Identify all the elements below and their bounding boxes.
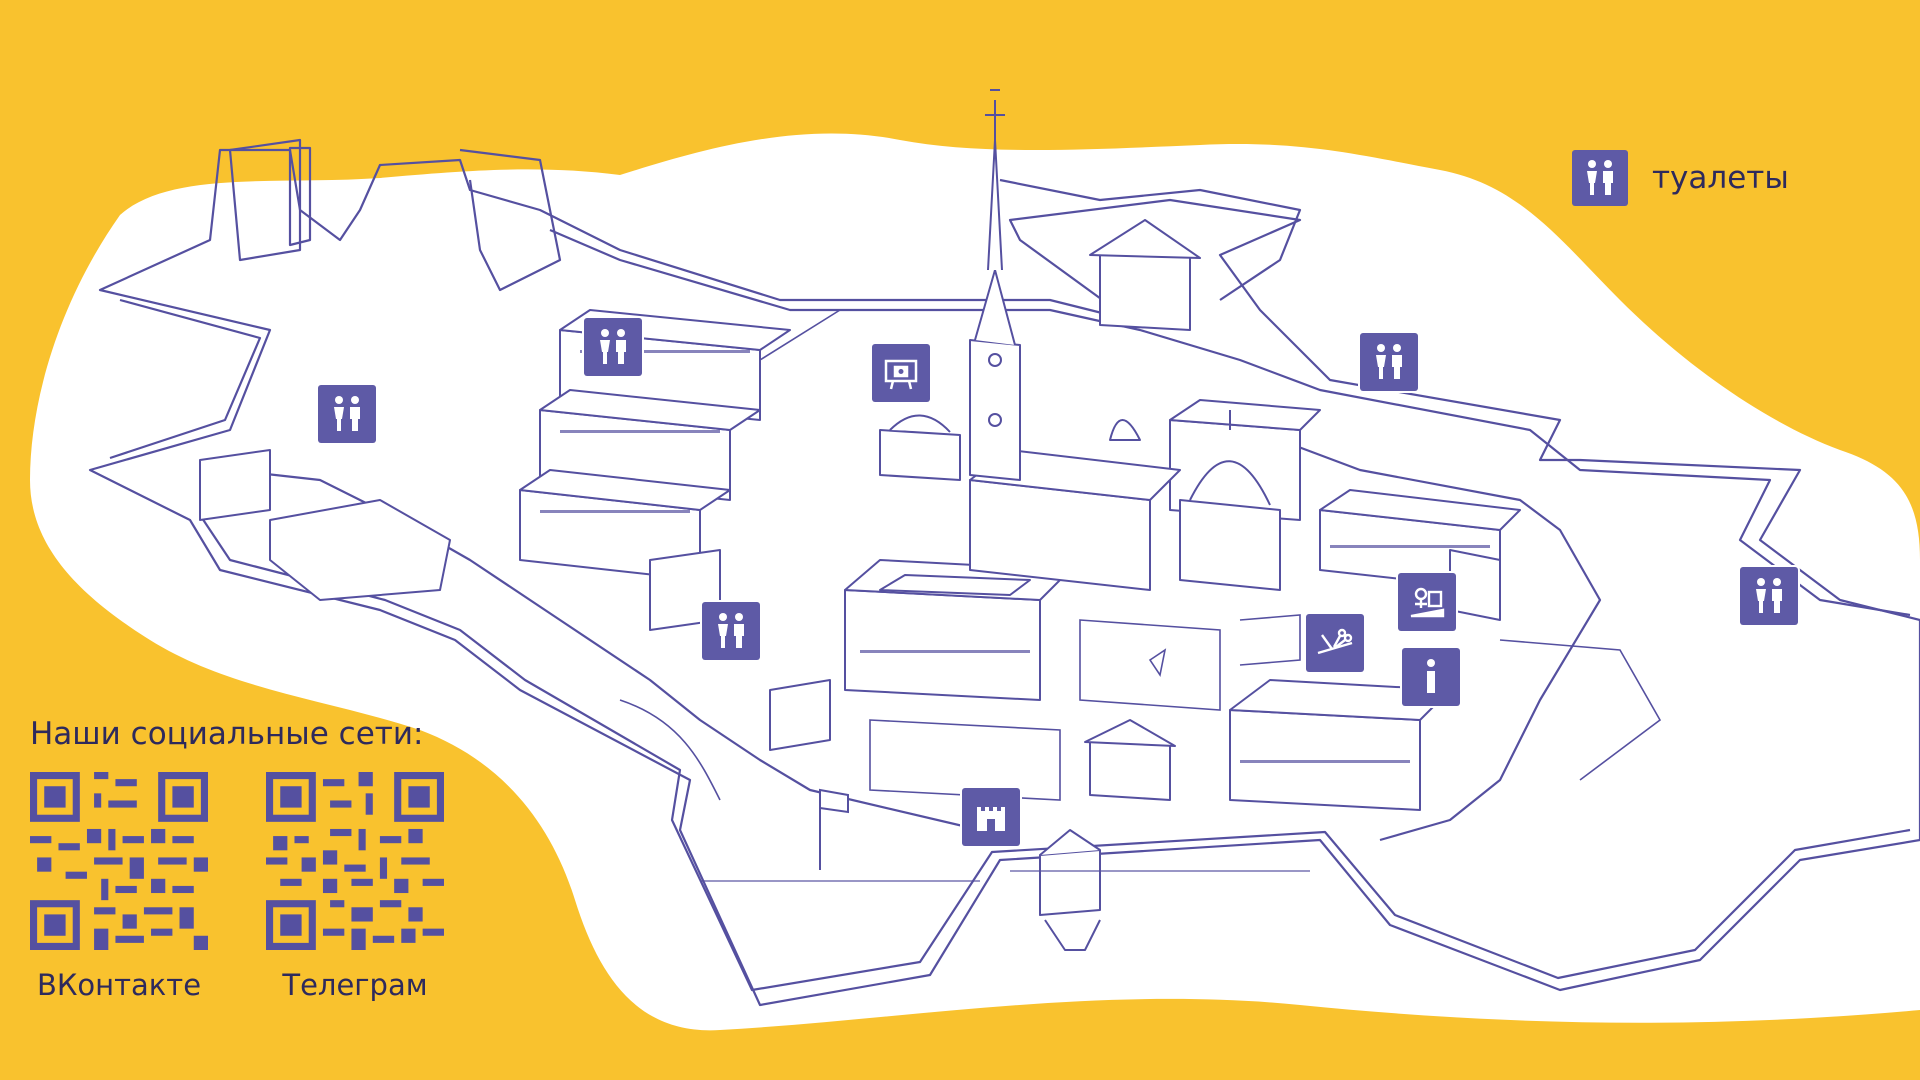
flag [819,788,849,814]
building-block [199,449,271,521]
toilet-icon[interactable] [584,318,642,376]
info-icon[interactable] [1402,648,1460,706]
photo-spot-icon[interactable] [872,344,930,402]
building-block [269,499,451,601]
legend-label: туалеты [1652,160,1789,196]
legend-toilets: туалеты [1572,150,1789,206]
toilet-icon[interactable] [1360,333,1418,391]
souvenir-workshop-icon[interactable] [1398,573,1456,631]
social-label-telegram: Телеграм [282,968,428,1002]
building-block [1449,549,1501,621]
social-networks: Наши социальные сети: [30,716,490,1002]
crafts-icon[interactable] [1306,614,1364,672]
qr-code-icon[interactable] [30,772,208,950]
gatehouse [1039,849,1101,916]
qr-code-icon[interactable] [266,772,444,950]
toilet-icon[interactable] [702,602,760,660]
building-block [769,679,831,751]
building-block [1099,249,1191,331]
toilet-icon[interactable] [318,385,376,443]
social-telegram[interactable]: Телеграм [266,772,444,1002]
social-title: Наши социальные сети: [30,716,424,752]
fortress-wall-outer [88,148,1920,1007]
building-block [1089,739,1171,801]
toilet-icon[interactable] [1740,567,1798,625]
fortress-museum-icon[interactable] [962,788,1020,846]
social-vk[interactable]: ВКонтакте [30,772,208,1002]
dome-chapel [1179,499,1281,591]
social-label-vk: ВКонтакте [36,968,202,1002]
building-block [844,589,1041,701]
toilet-icon [1572,150,1628,206]
